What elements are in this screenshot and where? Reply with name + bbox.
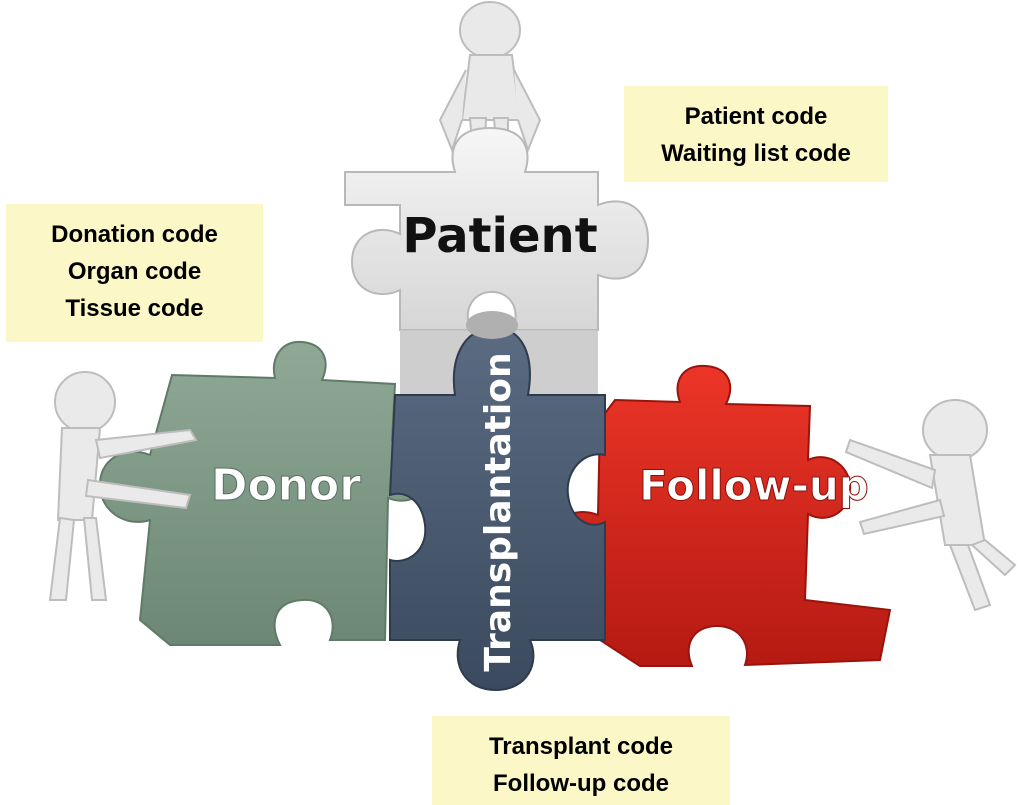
note-line: Transplant code <box>488 733 674 760</box>
donor-label: Donor <box>211 460 361 511</box>
note-line: Tissue code <box>65 295 204 322</box>
note-line: Follow-up code <box>493 770 669 797</box>
note-line: Organ code <box>67 258 202 285</box>
note-line: Patient code <box>684 103 828 130</box>
note-line: Waiting list code <box>661 140 851 167</box>
patient-codes-note: Patient code Waiting list code <box>624 86 888 182</box>
note-line: Donation code <box>51 221 218 248</box>
figure-right <box>844 399 1017 612</box>
patient-label: Patient <box>402 208 597 264</box>
transplantation-piece <box>388 311 606 692</box>
donor-piece <box>98 340 432 646</box>
transplantation-label: Transplantation <box>478 352 519 671</box>
figure-left <box>48 371 198 601</box>
donor-codes-note: Donation code Organ code Tissue code <box>6 204 263 342</box>
transplant-codes-note: Transplant code Follow-up code <box>432 716 730 805</box>
follow-up-label: Follow-up <box>639 461 869 510</box>
